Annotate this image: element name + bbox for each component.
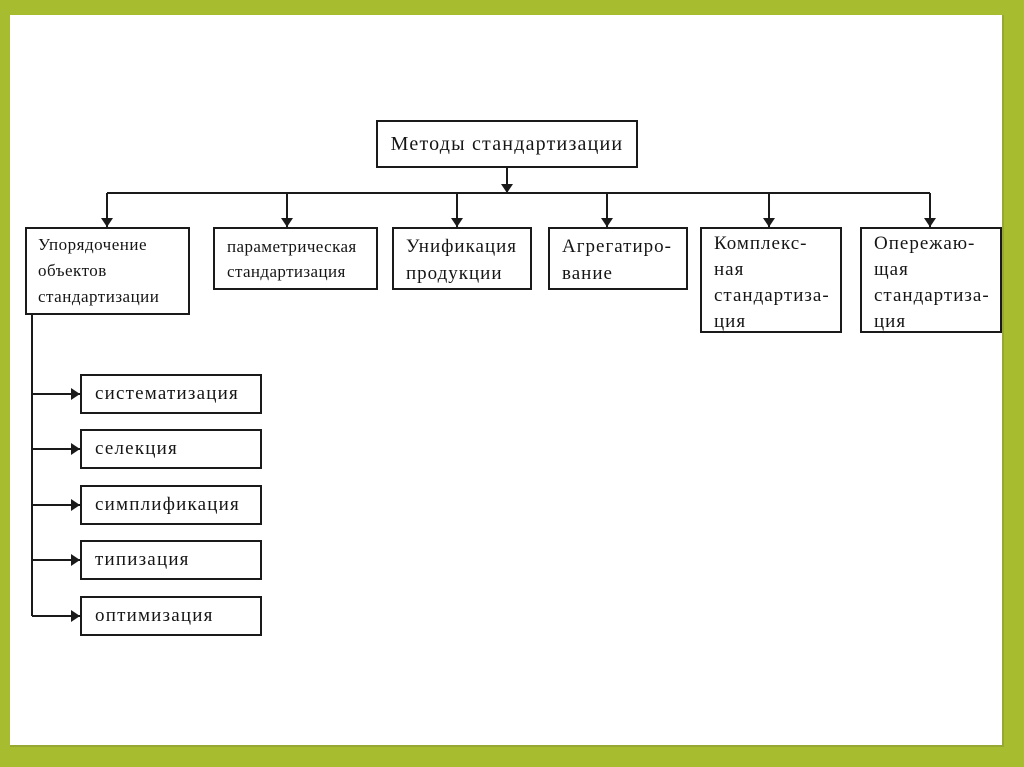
leaf-typification: типизация [80,540,262,580]
leaf-selection: селекция [80,429,262,469]
node-label-line: щая [874,259,909,280]
node-standardization-methods-root: Методы стандартизации [376,120,638,168]
node-label-line: ция [874,311,907,332]
node-label: оптимизация [95,605,214,626]
node-parametric-standardization: параметрическая стандартизация [213,227,378,290]
node-label-line: Комплекс- [714,233,808,254]
leaf-optimization: оптимизация [80,596,262,636]
node-label-line: Агрегатиро- [562,236,672,257]
node-aggregation: Агрегатиро- вание [548,227,688,290]
node-label-line: ная [714,259,745,280]
node-label: систематизация [95,383,239,404]
node-label-line: объектов [38,261,107,280]
node-label-line: стандартизации [38,287,160,306]
node-label-line: стандартиза- [874,285,990,306]
node-label-line: стандартизация [227,262,346,281]
node-label: симплификация [95,494,240,515]
node-label-line: Упорядочение [38,235,148,254]
node-label: типизация [95,549,190,570]
leaf-systematization: систематизация [80,374,262,414]
node-label-line: ция [714,311,747,332]
node-label-line: Унификация [406,236,518,257]
node-product-unification: Унификация продукции [392,227,532,290]
node-complex-standardization: Комплекс- ная стандартиза- ция [700,227,842,333]
node-label: селекция [95,438,178,459]
node-label: Методы стандартизации [390,133,624,155]
node-advance-standardization: Опережаю- щая стандартиза- ция [860,227,1002,333]
node-label-line: вание [562,263,613,284]
node-label-line: параметрическая [227,237,357,256]
node-label-line: продукции [406,263,503,284]
node-label-line: стандартиза- [714,285,830,306]
leaf-simplification: симплификация [80,485,262,525]
node-label-line: Опережаю- [874,233,976,254]
node-ordering-of-objects: Упорядочение объектов стандартизации [25,227,190,315]
